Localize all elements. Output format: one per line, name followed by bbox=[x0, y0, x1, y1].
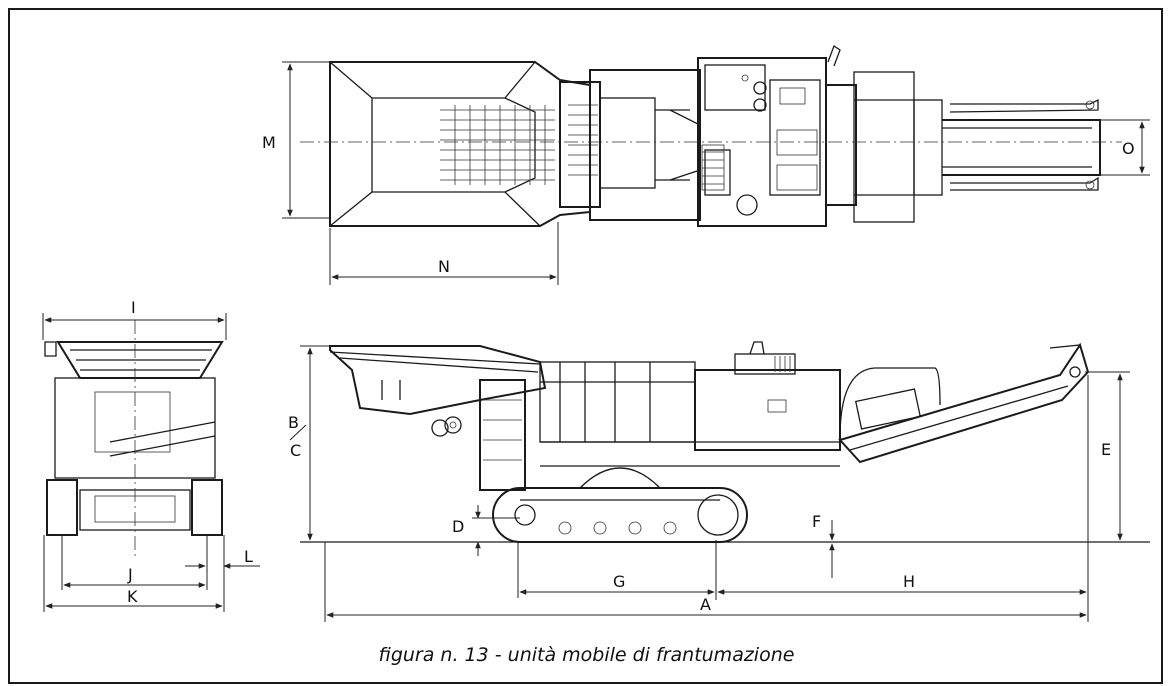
radiator-grille bbox=[701, 144, 725, 191]
dim-label-N: N bbox=[438, 257, 450, 276]
dim-label-K: K bbox=[127, 587, 138, 606]
front-view bbox=[42, 313, 260, 612]
dim-label-H: H bbox=[903, 572, 915, 591]
grizzly-bars bbox=[440, 105, 555, 185]
dim-label-F: F bbox=[812, 512, 821, 531]
dim-label-E: E bbox=[1101, 440, 1111, 459]
dim-label-O: O bbox=[1122, 139, 1135, 158]
dim-label-G: G bbox=[613, 572, 625, 591]
dim-label-I: I bbox=[131, 298, 136, 317]
side-view bbox=[289, 341, 1150, 622]
dim-label-A: A bbox=[700, 595, 711, 614]
dim-label-M: M bbox=[262, 133, 276, 152]
dim-label-L: L bbox=[244, 547, 253, 566]
figure-caption: figura n. 13 - unità mobile di frantumaz… bbox=[378, 644, 795, 666]
dim-label-D: D bbox=[452, 517, 464, 536]
top-view bbox=[282, 45, 1150, 285]
dim-label-C: C bbox=[290, 441, 301, 460]
dimension-letters: M N O I J K L B C D E F G H A bbox=[127, 133, 1135, 614]
dim-label-J: J bbox=[127, 565, 133, 584]
dim-label-B: B bbox=[288, 413, 299, 432]
